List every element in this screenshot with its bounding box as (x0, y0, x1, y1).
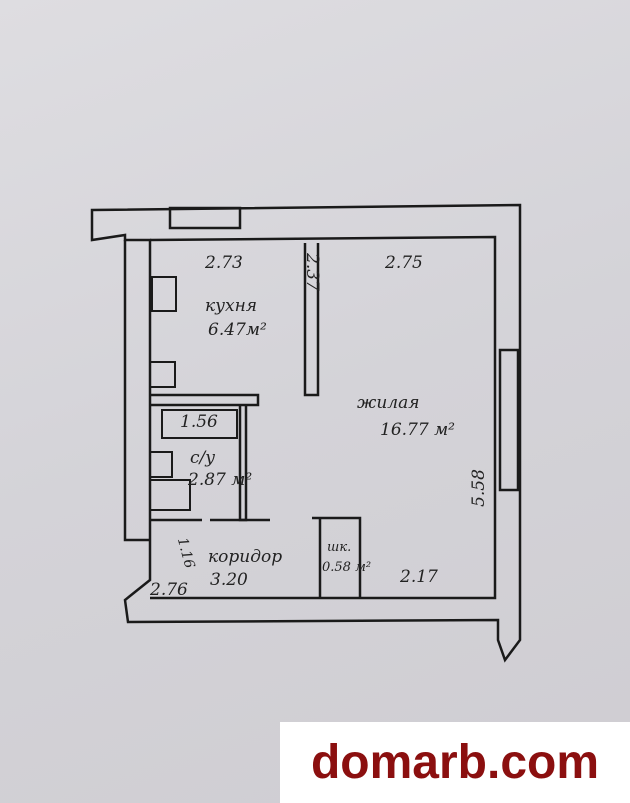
bathroom-label: с/у (190, 448, 216, 468)
corridor-label: коридор (208, 547, 283, 567)
living-width: 2.75 (385, 253, 423, 273)
kitchen-area: 6.47м² (208, 320, 267, 340)
closet-area: 0.58 м² (322, 560, 372, 575)
kitchen-label: кухня (205, 296, 258, 316)
living-label: жилая (357, 393, 420, 413)
living-length: 5.58 (468, 469, 489, 507)
watermark-text: domarb.com (310, 736, 600, 789)
living-bottom-dimension: 2.17 (400, 567, 438, 587)
kitchen-depth: 2.37 (301, 253, 322, 291)
living-area: 16.77 м² (380, 420, 455, 440)
bathroom-area: 2.87 м² (188, 470, 253, 490)
corridor-area: 3.20 (210, 570, 248, 590)
watermark: domarb.com (280, 722, 630, 803)
storage-area: 1.56 (180, 412, 218, 432)
closet-label: шк. (327, 540, 352, 555)
kitchen-width: 2.73 (205, 253, 243, 273)
corridor-width: 2.76 (150, 580, 188, 600)
